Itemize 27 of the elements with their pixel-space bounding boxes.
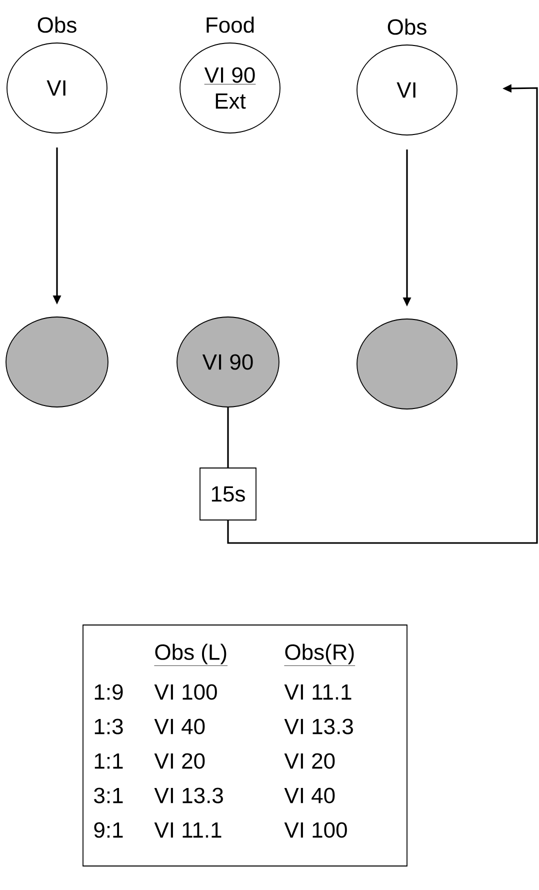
schedule-value: VI 40	[154, 718, 205, 734]
circle-node	[356, 318, 458, 410]
schedule-value: VI 11.1	[284, 684, 352, 700]
ratio-label: 3:1	[94, 788, 123, 804]
circle-node: VI 90	[176, 316, 280, 408]
column-header: Obs (L)	[154, 644, 228, 666]
schedule-value: VI 20	[154, 753, 205, 769]
schedule-value: VI 20	[284, 753, 335, 769]
schedule-value: VI 100	[154, 684, 217, 700]
column-header: Obs(R)	[284, 644, 356, 666]
circle-node: VI	[356, 44, 458, 136]
circle-node: VI 90 Ext	[180, 42, 280, 134]
circle-node	[6, 316, 108, 408]
node-heading: Food	[206, 16, 254, 33]
schedule-value: VI 100	[284, 822, 347, 838]
schedule-value: VI 13.3	[154, 788, 223, 804]
ratio-label: 1:9	[94, 684, 123, 700]
circle-node: VI	[6, 42, 108, 134]
node-heading: Obs	[38, 16, 76, 33]
schedule-value: VI 40	[284, 788, 335, 804]
ratio-label: 9:1	[94, 822, 123, 838]
ratio-label: 1:1	[94, 753, 123, 769]
ratio-label: 1:3	[94, 718, 123, 734]
delay-box: 15s	[200, 468, 256, 520]
schedule-value: VI 13.3	[284, 718, 353, 734]
node-heading: Obs	[388, 18, 426, 35]
schedule-value: VI 11.1	[154, 822, 222, 838]
